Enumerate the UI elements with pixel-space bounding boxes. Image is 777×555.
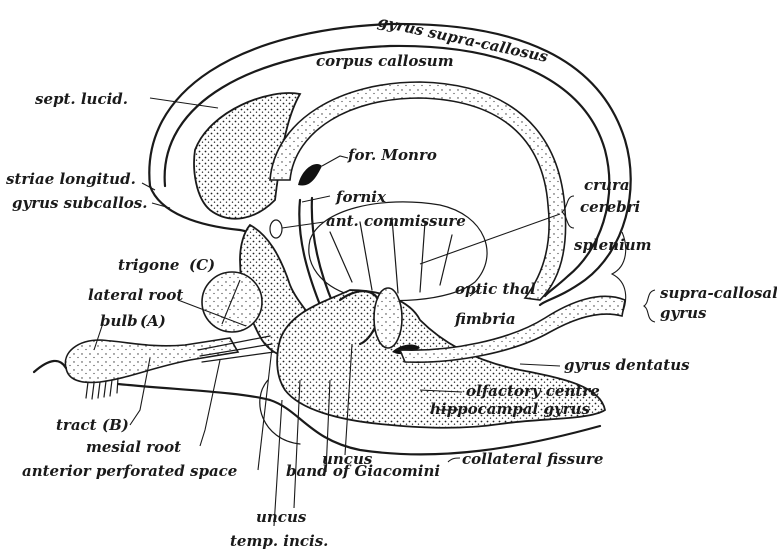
label-anterior-perforated-space: anterior perforated space [22, 462, 237, 480]
label-collateral-fissure: collateral fissure [462, 450, 603, 468]
label-tract: tract [56, 416, 97, 434]
label-uncus-2: uncus [256, 508, 307, 526]
foramen-monro-mark [298, 164, 322, 186]
label-tract-letter: (B) [102, 416, 129, 434]
label-lateral-root: lateral root [88, 286, 183, 304]
leader-mesial-root [200, 360, 220, 446]
label-sept-lucid: sept. lucid. [35, 90, 128, 108]
gyrus-dentatus-tail [400, 296, 625, 362]
label-optic-thal: optic thal [455, 280, 536, 298]
label-trigone: trigone [118, 256, 179, 274]
label-fornix: fornix [335, 188, 387, 206]
label-gyrus-dentatus: gyrus dentatus [564, 356, 690, 374]
leader-fornix [302, 196, 330, 202]
label-crura: crura [584, 176, 630, 194]
label-mesial-root: mesial root [86, 438, 181, 456]
leader-striae-longitud [142, 183, 155, 190]
anterior-commissure [270, 220, 282, 238]
label-fimbria: fimbria [454, 310, 516, 328]
leader-sept-lucid [150, 98, 218, 108]
label-for-monro: for. Monro [347, 146, 437, 164]
label-bulb: bulb [100, 312, 138, 330]
label-hippocampal-gyrus: hippocampal gyrus [430, 400, 590, 418]
olfactory-trigone [202, 272, 262, 332]
label-gyrus: gyrus [660, 304, 707, 322]
label-olfactory-centre: olfactory centre [466, 382, 600, 400]
label-striae-longitud: striae longitud. [6, 170, 136, 188]
label-band-of-giacomini: band of Giacomini [286, 462, 440, 480]
label-gyrus-subcallos: gyrus subcallos. [12, 194, 147, 212]
label-temp-incis: temp. incis. [230, 532, 328, 550]
hippocampal-gyrus-contour [34, 361, 66, 372]
label-trigone-letter: (C) [189, 256, 215, 274]
leader-collateral-fissure [448, 458, 460, 462]
label-splenium: splenium [574, 236, 652, 254]
label-supra-callosal: supra-callosal [660, 284, 777, 302]
leader-supra-callosal [644, 290, 655, 322]
corpus-callosum-band [270, 82, 566, 300]
label-corpus-callosum: corpus callosum [316, 52, 454, 70]
leader-gyrus-dentatus [520, 364, 560, 366]
label-ant-commissure: ant. commissure [326, 212, 466, 230]
leader-for-monro [322, 156, 348, 166]
label-bulb-letter: (A) [140, 312, 166, 330]
label-cerebri: cerebri [580, 198, 641, 216]
fimbria-bulge [374, 288, 402, 348]
